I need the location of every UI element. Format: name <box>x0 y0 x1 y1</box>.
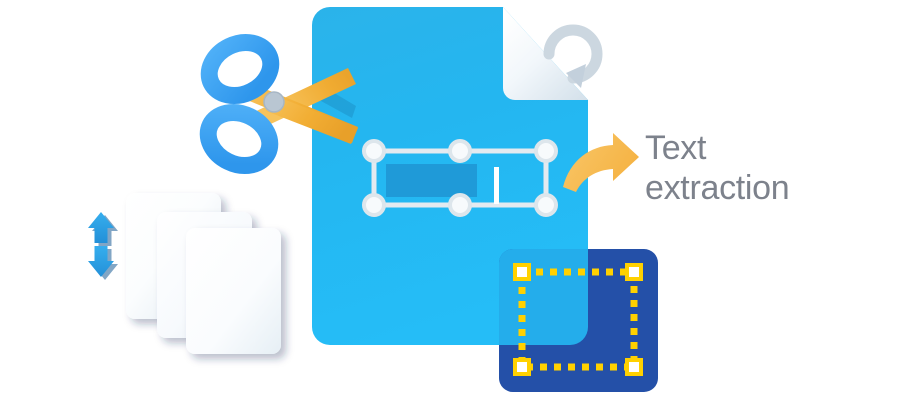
selection-handle-tl[interactable] <box>362 139 386 163</box>
selection-handle-tc[interactable] <box>448 139 472 163</box>
scissors-pivot-ring <box>263 91 285 113</box>
reorder-arrow-down-icon <box>88 246 114 277</box>
text-highlight-block <box>386 164 477 197</box>
page-stack-item-front <box>186 228 281 354</box>
text-cursor <box>494 167 499 204</box>
crop-selection-dashes <box>518 268 638 371</box>
crop-selection-handles[interactable] <box>513 263 643 376</box>
crop-handle-tr-center <box>629 267 639 277</box>
reorder-arrows-icon[interactable] <box>88 212 118 280</box>
crop-panel-document-overlap <box>499 249 588 345</box>
reorder-arrow-up-icon <box>88 212 114 243</box>
scissors-handle-upper <box>200 34 280 104</box>
selection-handle-tr[interactable] <box>534 139 558 163</box>
selection-handle-bl[interactable] <box>362 193 386 217</box>
text-extraction-label: Text extraction <box>645 129 790 207</box>
scissors-pivot-icon <box>264 92 284 112</box>
scissors-blade-lower-tip <box>266 95 358 144</box>
selection-handle-bc[interactable] <box>448 193 472 217</box>
extract-arrow-icon <box>563 133 639 192</box>
text-selection-handles[interactable] <box>362 139 558 217</box>
selection-handle-br[interactable] <box>534 193 558 217</box>
crop-handle-tl-center <box>517 267 527 277</box>
rotate-icon[interactable] <box>543 24 603 88</box>
crop-handle-bl-center <box>517 362 527 372</box>
scissors-handle-lower <box>199 104 279 174</box>
crop-handle-br-center <box>629 362 639 372</box>
